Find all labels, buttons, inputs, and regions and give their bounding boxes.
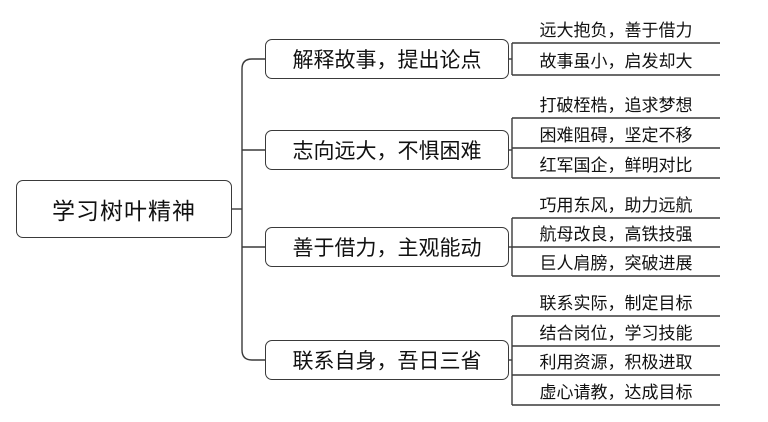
leaf-node-3-2[interactable]: 航母改良，高铁技强 [539,224,693,245]
branch-node-label: 联系自身，吾日三省 [292,349,482,373]
leaf-node-4-2[interactable]: 结合岗位，学习技能 [539,323,693,344]
branch-node-label: 解释故事，提出论点 [292,48,482,72]
branch-node-4[interactable]: 联系自身，吾日三省 [265,340,509,380]
root-node[interactable]: 学习树叶精神 [16,180,232,238]
leaf-node-3-3[interactable]: 巨人肩膀，突破进展 [539,253,693,274]
leaf-node-2-3[interactable]: 红军国企，鲜明对比 [539,155,693,176]
leaf-node-2-2[interactable]: 困难阻碍，坚定不移 [539,125,693,146]
leaf-node-4-4[interactable]: 虚心请教，达成目标 [539,382,693,403]
root-node-label: 学习树叶精神 [52,199,196,225]
branch-node-2[interactable]: 志向远大，不惧困难 [265,130,509,170]
leaf-node-4-1[interactable]: 联系实际，制定目标 [539,293,693,314]
branch-node-label: 志向远大，不惧困难 [292,139,482,163]
leaf-node-3-1[interactable]: 巧用东风，助力远航 [539,195,693,216]
branch-node-3[interactable]: 善于借力，主观能动 [265,227,509,267]
branch-node-label: 善于借力，主观能动 [292,236,482,260]
leaf-node-2-1[interactable]: 打破桎梏，追求梦想 [539,95,693,116]
leaf-node-1-2[interactable]: 故事虽小，启发却大 [539,51,693,72]
leaf-node-4-3[interactable]: 利用资源，积极进取 [539,352,693,373]
leaf-node-1-1[interactable]: 远大抱负，善于借力 [539,20,693,41]
branch-node-1[interactable]: 解释故事，提出论点 [265,39,509,79]
